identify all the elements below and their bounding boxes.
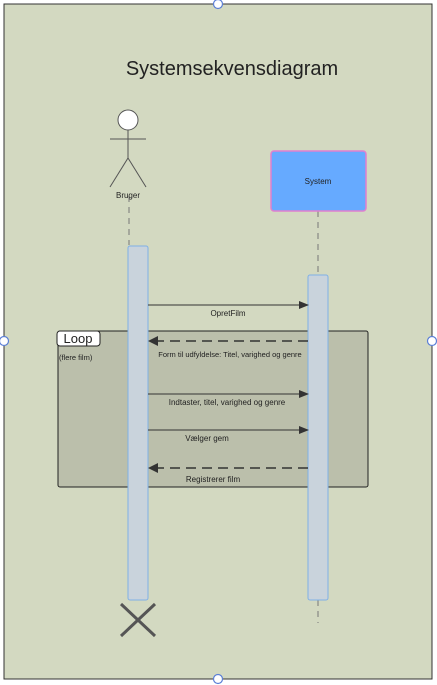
system-activation-bar[interactable] bbox=[307, 274, 329, 601]
actor-label: Bruger bbox=[116, 191, 140, 200]
resize-handle-top[interactable] bbox=[212, 0, 224, 10]
loop-label: Loop bbox=[64, 331, 93, 346]
system-box[interactable] bbox=[270, 150, 367, 212]
actor-activation-bar[interactable] bbox=[127, 245, 149, 601]
message-label-registrerer: Registrerer film bbox=[186, 475, 241, 484]
message-label-opret-film: OpretFilm bbox=[210, 309, 245, 318]
message-label-form: Form til udfyldelse: Titel, varighed og … bbox=[158, 350, 301, 359]
resize-handle-bottom[interactable] bbox=[212, 673, 224, 685]
actor-figure-icon[interactable] bbox=[109, 109, 147, 188]
system-label: System bbox=[305, 177, 332, 186]
message-label-indtaster: Indtaster, titel, varighed og genre bbox=[169, 398, 286, 407]
loop-guard: (flere film) bbox=[59, 353, 93, 362]
destroy-x-icon bbox=[119, 602, 157, 638]
diagram-title: Systemsekvensdiagram bbox=[126, 58, 338, 80]
loop-tag bbox=[56, 330, 101, 347]
message-label-vaelger-gem: Vælger gem bbox=[185, 434, 229, 443]
resize-handle-left[interactable] bbox=[0, 335, 10, 347]
resize-handle-right[interactable] bbox=[426, 335, 437, 347]
